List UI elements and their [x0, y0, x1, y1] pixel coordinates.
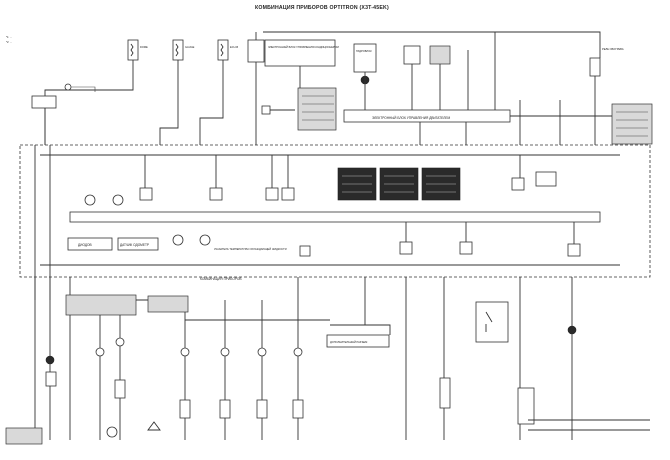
relay-box-1: [247, 39, 265, 63]
odometer-label: ДАТЧИК ОДОМЕТР: [120, 243, 149, 247]
hydro-label: ГИДРОБЛОК: [356, 49, 372, 53]
cluster-bus: [69, 211, 601, 223]
connector-left: [31, 95, 57, 109]
hydro-box: [353, 43, 377, 73]
right-connector: [611, 103, 653, 145]
fuse-label-3: ECU-B: [230, 45, 238, 49]
fuse-label-1: DOME: [140, 45, 148, 49]
extra-connector-label: ДОПОЛНИТЕЛЬНЫЙ РАЗЪЕМ: [330, 340, 367, 344]
ac-ecu-label: ЭЛЕКТРОННЫЙ БЛОК УПРАВЛЕНИЯ КОНДИЦИОНЕРО…: [268, 45, 339, 49]
lower-section: ДОПОЛНИТЕЛЬНЫЙ РАЗЪЕМ: [5, 277, 650, 445]
cluster-label: КОМБИНАЦИЯ ПРИБОРОВ: [200, 277, 242, 281]
upper-section: DOME GAUGE ECU-B ЭЛЕКТРОННЫЙ БЛОК УПРАВЛ…: [31, 31, 653, 145]
engine-ecu-label: ЭЛЕКТРОННЫЙ БЛОК УПРАВЛЕНИЯ ДВИГАТЕЛЕМ: [372, 116, 450, 120]
diode-box: [67, 237, 113, 251]
fuse-label-2: GAUGE: [185, 45, 195, 49]
temp-indicator-label: УКАЗАТЕЛЬ ТЕМПЕРАТУРЫ ОХЛАЖДАЮЩЕЙ ЖИДКОС…: [214, 247, 287, 251]
bottom-left-connector: [5, 427, 43, 445]
ac-ecu-box: [264, 39, 336, 67]
extra-connector-box: [326, 334, 390, 348]
fuse-group: DOME GAUGE ECU-B: [127, 39, 238, 61]
diagram-title: КОМБИНАЦИЯ ПРИБОРОВ OPTITRON (X3T-45EK): [255, 5, 389, 11]
diagram-subtitle-1: *1: ...: [6, 35, 12, 39]
cluster-outline: [19, 144, 651, 278]
lower-connector-left: [65, 294, 137, 316]
heater-relay-label: РЕЛЕ ОБОГРЕВА: [602, 47, 624, 51]
odometer-box: [117, 237, 159, 251]
ac-ecu-connector: [297, 87, 337, 131]
diagram-subtitle-2: *2: ...: [6, 40, 12, 44]
diode-label: ДИОДОВ: [78, 243, 92, 247]
instrument-cluster: ДИОДОВ ДАТЧИК ОДОМЕТР УКАЗАТЕЛЬ ТЕМПЕРАТ…: [19, 144, 651, 300]
